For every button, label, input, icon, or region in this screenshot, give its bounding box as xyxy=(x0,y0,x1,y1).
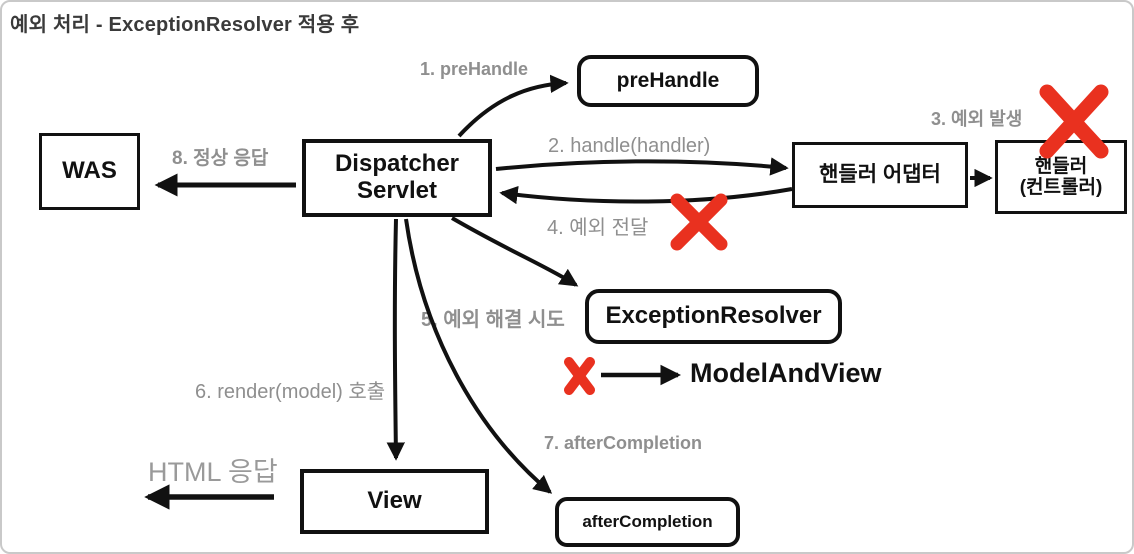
node-was: WAS xyxy=(39,133,140,210)
node-dispatcher-line1: Dispatcher xyxy=(334,150,460,178)
arrow-step1-dispatcher-to-prehandle xyxy=(457,74,569,138)
label-step2-handle: 2. handle(handler) xyxy=(548,135,711,157)
error-x-icon-model-and-view xyxy=(564,357,595,395)
error-x-icon-exception-pass xyxy=(670,193,728,251)
node-handler-line1: 핸들러 xyxy=(1034,155,1088,177)
node-handler-line2: (컨트롤러) xyxy=(1019,177,1103,198)
node-was-label: WAS xyxy=(62,157,117,185)
arrow-step6-dispatcher-to-view xyxy=(386,218,405,461)
node-handler-adapter: 핸들러 어댑터 xyxy=(792,142,968,208)
label-step4-exception-pass: 4. 예외 전달 xyxy=(547,217,649,239)
label-step5-resolve-attempt: 5. 예외 해결 시도 xyxy=(421,309,565,331)
label-step3-exception-occurs: 3. 예외 발생 xyxy=(931,109,1023,129)
node-view-label: View xyxy=(367,487,422,515)
label-step1-prehandle: 1. preHandle xyxy=(420,59,529,79)
node-handler-controller: 핸들러 (컨트롤러) xyxy=(995,140,1127,214)
label-step7-after-completion: 7. afterCompletion xyxy=(544,433,703,453)
label-html-response: HTML 응답 xyxy=(148,457,278,487)
diagram-title: 예외 처리 - ExceptionResolver 적용 후 xyxy=(10,14,360,36)
node-dispatcher-servlet: Dispatcher Servlet xyxy=(302,139,492,217)
node-after-completion-label: afterCompletion xyxy=(582,512,713,532)
node-handler-adapter-label: 핸들러 어댑터 xyxy=(819,163,941,187)
label-step6-render-call: 6. render(model) 호출 xyxy=(195,381,386,403)
node-prehandle: preHandle xyxy=(577,55,759,107)
node-prehandle-label: preHandle xyxy=(616,69,720,93)
arrow-step4-adapter-to-dispatcher xyxy=(499,185,793,205)
arrow-step2-dispatcher-to-adapter xyxy=(495,157,789,176)
node-after-completion: afterCompletion xyxy=(555,497,740,547)
node-model-and-view: ModelAndView xyxy=(690,358,882,388)
node-view: View xyxy=(300,469,489,534)
label-step8-normal-response: 8. 정상 응답 xyxy=(172,148,269,169)
node-exception-resolver: ExceptionResolver xyxy=(585,289,842,344)
node-dispatcher-line2: Servlet xyxy=(356,177,438,204)
node-exception-resolver-label: ExceptionResolver xyxy=(605,302,822,330)
arrow-step7-dispatcher-to-after-completion xyxy=(404,218,553,494)
